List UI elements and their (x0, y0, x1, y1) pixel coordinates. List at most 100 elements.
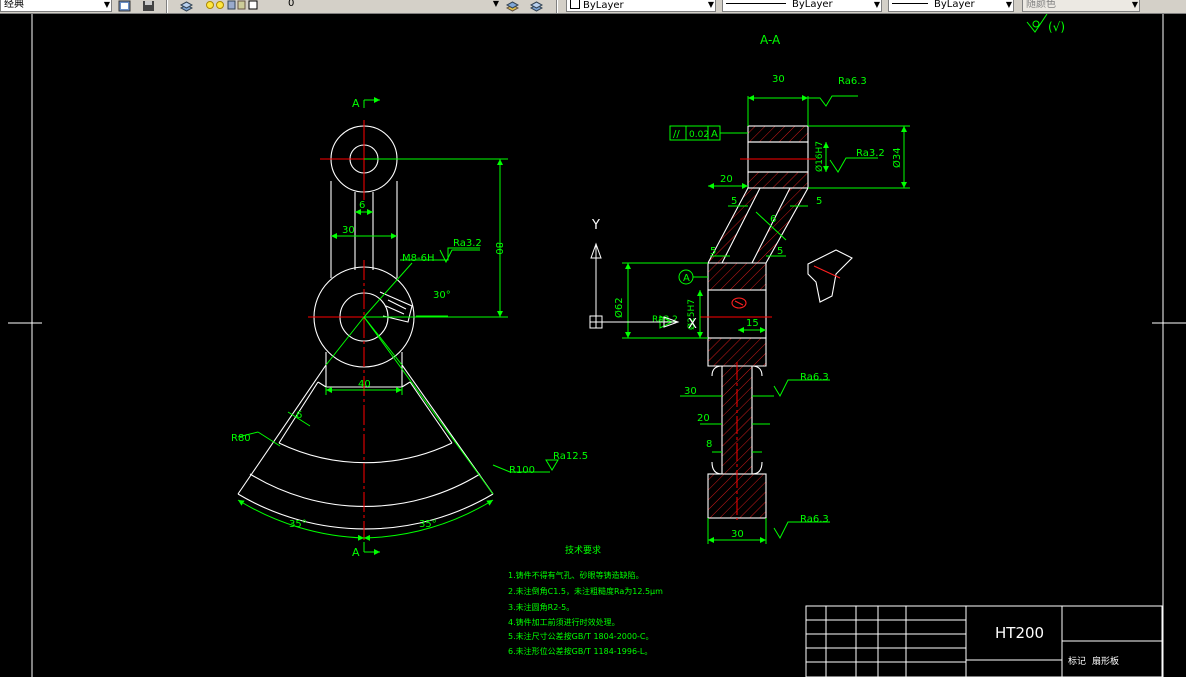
lineweight-dropdown[interactable]: ByLayer ▼ (888, 0, 1014, 12)
section-label-top: A (352, 97, 360, 110)
note-item: 2.未注倒角C1.5，未注粗糙度Ra为12.5μm (508, 586, 663, 596)
section-label-bottom: A (352, 546, 360, 559)
material-text: HT200 (995, 624, 1044, 642)
thread-label-text: M8-6H (402, 253, 434, 264)
dim-6-text: 6 (359, 200, 365, 211)
dim-5-c-text: 5 (710, 246, 716, 257)
dim-5-b-text: 5 (816, 196, 822, 207)
chevron-down-icon: ▼ (1005, 0, 1012, 9)
title-block (805, 605, 1163, 677)
plotstyle-dropdown[interactable]: 随颜色 ▼ (1022, 0, 1140, 12)
dim-20-top-text: 20 (720, 174, 733, 185)
note-item: 5.未注尺寸公差按GB/T 1804-2000-C。 (508, 631, 654, 641)
bore-large-text: Ø25H7 (686, 299, 697, 330)
color-dropdown[interactable]: ByLayer ▼ (566, 0, 716, 12)
dim-5-d-text: 5 (777, 246, 783, 257)
roughness-mid-text: Ra6.3 (800, 372, 829, 383)
layer-state-icons (206, 0, 258, 10)
dim-34-text: Ø34 (891, 147, 903, 168)
front-view-dimensions (237, 158, 559, 541)
dim-40-text: 40 (358, 379, 371, 390)
dim-80-text: 80 (493, 242, 504, 255)
roughness-top-text: Ra6.3 (838, 76, 867, 87)
workspace-save-icon[interactable] (142, 0, 155, 12)
color-value: ByLayer (583, 0, 624, 11)
dim-6-web-text: 6 (770, 214, 776, 225)
dim-62-text: Ø62 (613, 297, 625, 318)
tolerance-symbol-text: // (673, 129, 680, 140)
layer-value: 0 (288, 0, 295, 9)
chevron-down-icon: ▼ (873, 0, 880, 9)
roughness-arc-text: Ra12.5 (553, 451, 588, 462)
tolerance-datum-text: A (711, 129, 718, 140)
lineweight-preview (892, 3, 928, 4)
roughness-symbol-thread (439, 249, 480, 264)
dim-15-text: 15 (746, 318, 759, 329)
workspace-value: 经典 (4, 0, 24, 10)
drawing-frame (8, 14, 1186, 677)
layer-previous-icon[interactable] (530, 0, 543, 12)
section-dimensions (622, 95, 910, 544)
front-view-outline (237, 125, 494, 530)
note-item: 4.铸件加工前须进行时效处理。 (508, 617, 620, 627)
roughness-thread-text: Ra3.2 (453, 238, 482, 249)
roughness-bore-large-text: Ra3.2 (652, 315, 678, 325)
layer-manager-icon[interactable] (180, 0, 193, 12)
section-centerlines (700, 158, 816, 520)
datum-label-text: A (683, 273, 690, 284)
section-marker-bottom (363, 542, 380, 555)
workspace-dropdown[interactable]: 经典 ▼ (0, 0, 112, 12)
chevron-down-icon: ▼ (1131, 0, 1138, 9)
angle-right-text: 35° (419, 519, 437, 530)
dim-5-a-text: 5 (731, 196, 737, 207)
part-name-text: 扇形板 (1092, 655, 1119, 667)
dim-8-text: 8 (706, 439, 712, 450)
front-view: A A (231, 97, 588, 559)
make-object-layer-current-icon[interactable] (506, 0, 519, 12)
lineweight-value: ByLayer (934, 0, 975, 10)
note-item: 6.未注形位公差按GB/T 1184-1996-L。 (508, 646, 652, 656)
dim-6-rib-text: 6 (296, 410, 302, 421)
drawing-canvas[interactable]: (√) A A (0, 14, 1186, 677)
ucs-x-label: X (688, 317, 697, 332)
dim-30-bottom-text: 30 (731, 529, 744, 540)
title-block-label: 标记 (1068, 655, 1086, 667)
section-title-text: A-A (760, 33, 781, 47)
radius-80-text: R80 (231, 433, 251, 444)
ucs-y-label: Y (591, 218, 600, 233)
radius-100-text: R100 (509, 465, 535, 476)
note-item: 3.未注圆角R2-5。 (508, 602, 574, 612)
tolerance-value-text: 0.02 (689, 130, 709, 140)
section-outline (707, 141, 809, 475)
plotstyle-value: 随颜色 (1026, 0, 1056, 10)
note-item: 1.铸件不得有气孔、砂眼等铸造缺陷。 (508, 570, 644, 580)
workspace-settings-icon[interactable] (118, 0, 131, 12)
chevron-down-icon: ▼ (103, 0, 110, 9)
linetype-preview (726, 3, 786, 4)
roughness-symbol-corner: (√) (1026, 14, 1065, 34)
ucs-icon (589, 242, 680, 329)
dim-30-top-text: 30 (772, 74, 785, 85)
dim-30-text: 30 (342, 225, 355, 236)
angle-left-text: 35° (289, 519, 307, 530)
notes-title: 技术要求 (565, 544, 601, 556)
layer-dropdown[interactable]: 0 ▼ (202, 0, 500, 12)
angle-30-text: 30° (433, 290, 451, 301)
chevron-down-icon: ▼ (707, 0, 714, 9)
toolbar-separator (556, 0, 558, 13)
roughness-corner-text: (√) (1048, 20, 1065, 34)
dim-30-mid-text: 30 (684, 386, 697, 397)
dim-20-mid-text: 20 (697, 413, 710, 424)
technical-notes: 技术要求 1.铸件不得有气孔、砂眼等铸造缺陷。 2.未注倒角C1.5，未注粗糙度… (508, 544, 663, 656)
color-swatch (570, 0, 580, 9)
bore-small-text: Ø16H7 (814, 141, 825, 172)
removed-section-detail (807, 249, 853, 303)
section-view: A-A (613, 33, 910, 544)
section-marker-top (363, 97, 380, 108)
front-view-centerlines (308, 120, 420, 540)
properties-toolbar: 经典 ▼ 0 ▼ ByLayer ▼ ByLayer ▼ ByLayer ▼ 随… (0, 0, 1186, 14)
toolbar-separator (166, 0, 168, 13)
linetype-dropdown[interactable]: ByLayer ▼ (722, 0, 882, 12)
roughness-bottom-text: Ra6.3 (800, 514, 829, 525)
chevron-down-icon: ▼ (492, 0, 499, 8)
